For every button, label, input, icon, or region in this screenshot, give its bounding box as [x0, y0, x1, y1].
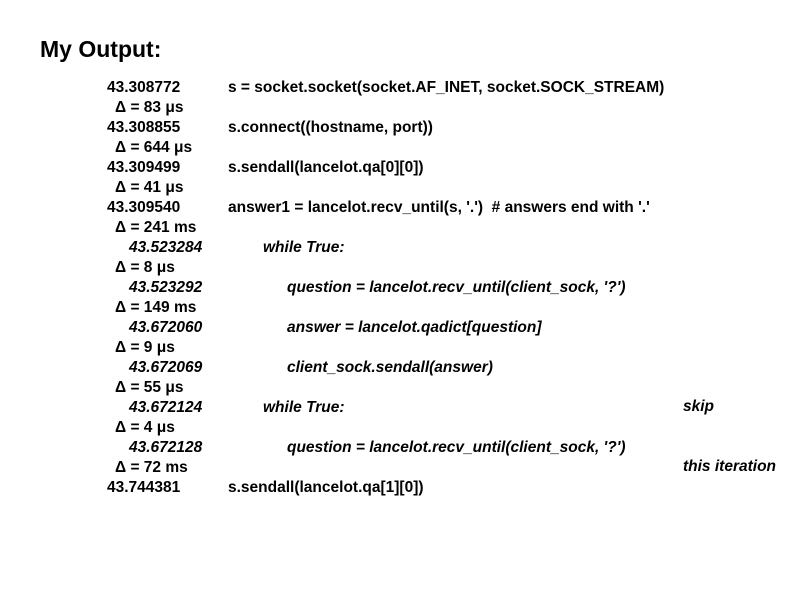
code-text: client_sock.sendall(answer)	[287, 359, 493, 376]
skip-annotation-line-2: this iteration	[683, 458, 777, 475]
timestamp: 43.672069	[129, 359, 203, 376]
delta-label: Δ = 41 μs	[115, 179, 184, 196]
delta-label: Δ = 644 μs	[115, 139, 193, 156]
code-text: answer = lancelot.qadict[question]	[287, 319, 542, 336]
timestamp: 43.672128	[129, 439, 203, 456]
output-line: Δ = 72 ms	[107, 458, 664, 478]
timestamp: 43.672124	[129, 399, 203, 416]
code-text: while True:	[263, 239, 345, 256]
delta-label: Δ = 83 μs	[115, 99, 184, 116]
output-line: 43.744381 s.sendall(lancelot.qa[1][0])	[107, 478, 664, 498]
code-text: answer1 = lancelot.recv_until(s, '.') # …	[228, 199, 650, 216]
output-line: Δ = 83 μs	[107, 98, 664, 118]
output-line: Δ = 41 μs	[107, 178, 664, 198]
output-line: 43.672060 answer = lancelot.qadict[questi…	[107, 318, 664, 338]
delta-label: Δ = 4 μs	[115, 419, 175, 436]
output-line: Δ = 55 μs	[107, 378, 664, 398]
timestamp: 43.523292	[129, 279, 203, 296]
code-text: s = socket.socket(socket.AF_INET, socket…	[228, 79, 665, 96]
delta-label: Δ = 55 μs	[115, 379, 184, 396]
delta-label: Δ = 149 ms	[115, 299, 197, 316]
code-text: question = lancelot.recv_until(client_so…	[287, 279, 626, 296]
skip-annotation-line-1: skip	[683, 398, 715, 415]
output-line: 43.672124 while True:	[107, 398, 664, 418]
timestamp: 43.744381	[107, 479, 181, 496]
output-line: 43.309499 s.sendall(lancelot.qa[0][0])	[107, 158, 664, 178]
output-line: Δ = 644 μs	[107, 138, 664, 158]
skip-annotation: skip this iteration	[683, 357, 776, 517]
output-log: 43.308772 s = socket.socket(socket.AF_INE…	[107, 78, 664, 498]
code-text: question = lancelot.recv_until(client_so…	[287, 439, 626, 456]
code-text: s.sendall(lancelot.qa[1][0])	[228, 479, 424, 496]
output-line: 43.523292 question = lancelot.recv_until(…	[107, 278, 664, 298]
timestamp: 43.309540	[107, 199, 181, 216]
code-text: while True:	[263, 399, 345, 416]
slide-title: My Output:	[40, 36, 162, 62]
timestamp: 43.672060	[129, 319, 203, 336]
code-text: s.sendall(lancelot.qa[0][0])	[228, 159, 424, 176]
timestamp: 43.308855	[107, 119, 181, 136]
timestamp: 43.309499	[107, 159, 181, 176]
delta-label: Δ = 9 μs	[115, 339, 175, 356]
output-line: Δ = 241 ms	[107, 218, 664, 238]
output-line: 43.672128 question = lancelot.recv_until(…	[107, 438, 664, 458]
delta-label: Δ = 241 ms	[115, 219, 197, 236]
output-line: 43.308855 s.connect((hostname, port))	[107, 118, 664, 138]
output-line: Δ = 8 μs	[107, 258, 664, 278]
output-line: 43.672069 client_sock.sendall(answer)	[107, 358, 664, 378]
output-line: Δ = 4 μs	[107, 418, 664, 438]
delta-label: Δ = 72 ms	[115, 459, 188, 476]
output-line: Δ = 9 μs	[107, 338, 664, 358]
output-line: 43.308772 s = socket.socket(socket.AF_INE…	[107, 78, 664, 98]
code-text: s.connect((hostname, port))	[228, 119, 433, 136]
output-line: 43.309540 answer1 = lancelot.recv_until(s…	[107, 198, 664, 218]
delta-label: Δ = 8 μs	[115, 259, 175, 276]
timestamp: 43.308772	[107, 79, 181, 96]
output-line: Δ = 149 ms	[107, 298, 664, 318]
output-line: 43.523284 while True:	[107, 238, 664, 258]
timestamp: 43.523284	[129, 239, 203, 256]
